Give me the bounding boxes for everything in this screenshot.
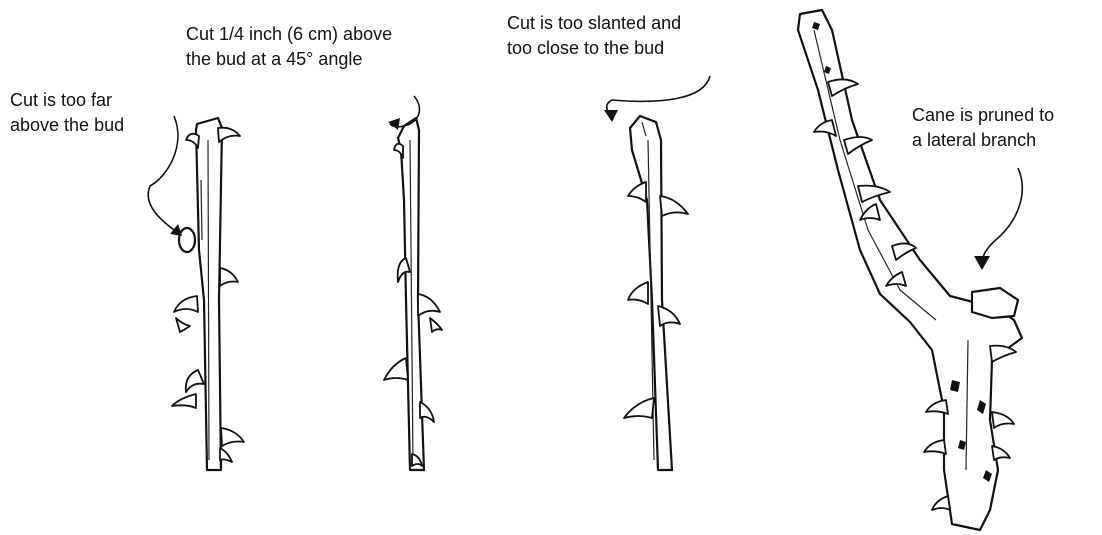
stem-pruned-to-lateral [798, 10, 1022, 530]
bud-top-right [218, 128, 240, 142]
stem-cut-too-far [172, 118, 244, 470]
bud-below-far-cut [179, 228, 195, 252]
stem-cut-too-slanted [624, 116, 688, 470]
bud-top-left [186, 134, 199, 148]
bud-below-correct-cut [394, 144, 403, 158]
pruned-cane-stub [972, 288, 1018, 318]
arrow-cut-too-slanted [604, 76, 710, 122]
stem-correct-cut [384, 118, 442, 470]
arrow-lateral-branch [974, 168, 1022, 270]
arrow-cut-too-far [148, 116, 182, 236]
